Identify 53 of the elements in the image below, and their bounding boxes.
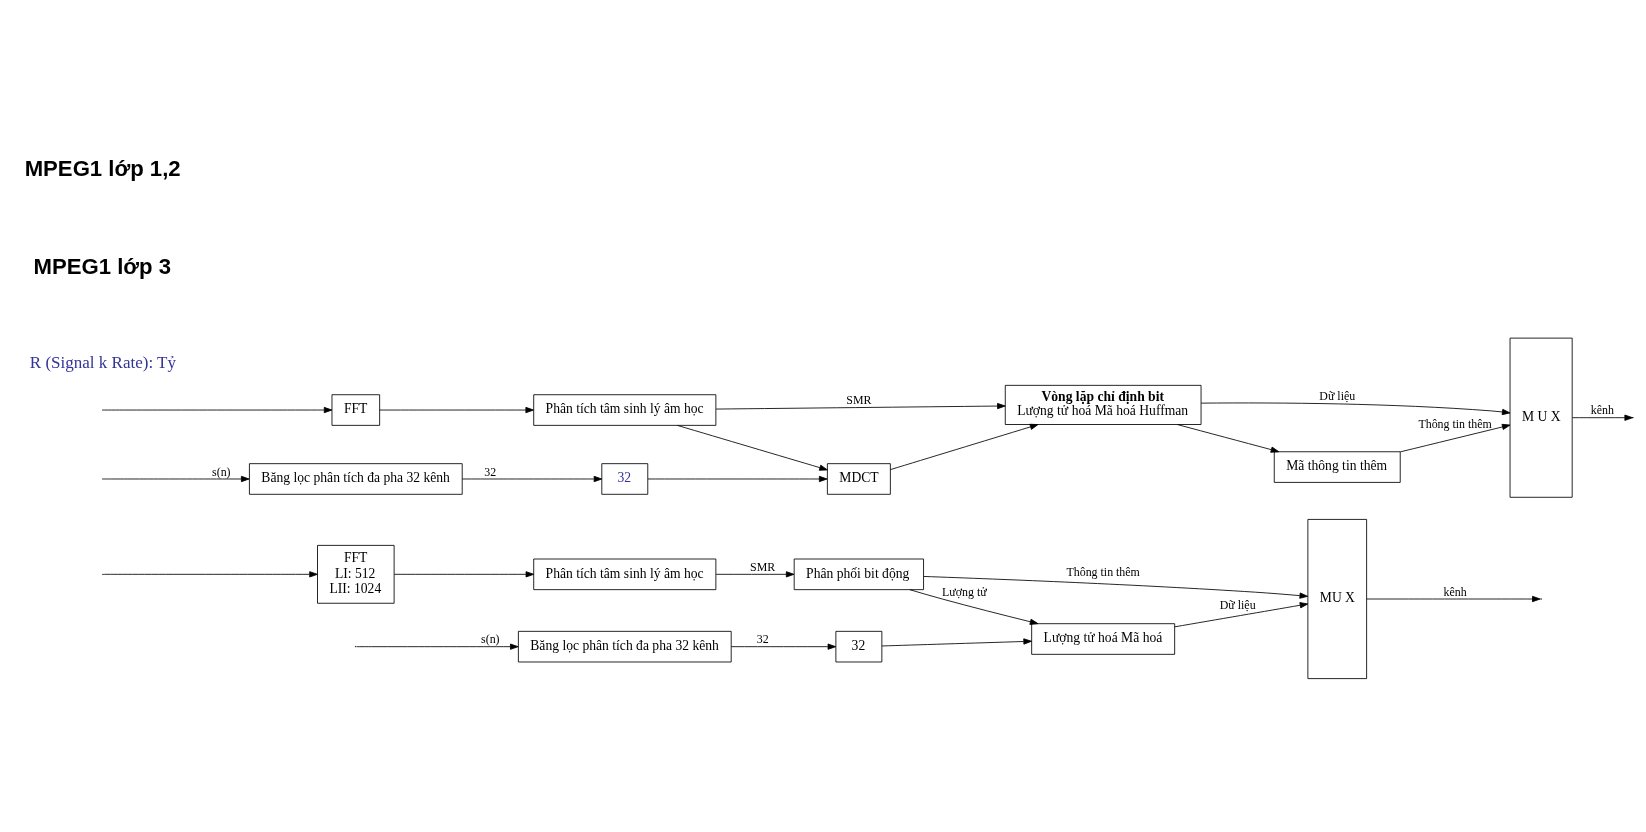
- edge-label: kênh: [1590, 403, 1614, 418]
- node-box: Phân tích tâm sinh lý âm học: [533, 558, 717, 591]
- label: MPEG1 lớp 3: [33, 254, 172, 280]
- node-box: Phân phối bit động: [793, 558, 924, 591]
- node-box: M U X: [1509, 337, 1573, 498]
- node-box: Băng lọc phân tích đa pha 32 kênh: [249, 463, 463, 495]
- arrow: [909, 589, 1039, 625]
- edge-label: kênh: [1443, 584, 1467, 599]
- arrow: [461, 475, 603, 483]
- arrow: [647, 475, 828, 483]
- node-box: FFT: [331, 394, 381, 426]
- edge-label: SMR: [750, 560, 776, 575]
- arrow: [1177, 424, 1280, 453]
- node-box: MDCT: [826, 463, 891, 495]
- arrow: [356, 643, 519, 650]
- arrow: [1571, 414, 1633, 421]
- node-box: 32: [601, 463, 649, 495]
- edge-label: s(n): [481, 632, 500, 647]
- node-box: Mã thông tin thêm: [1273, 451, 1401, 483]
- arrow: [715, 402, 1006, 410]
- edge-label: Lượng tử: [942, 584, 987, 599]
- arrow: [1174, 602, 1309, 628]
- arrow: [923, 576, 1309, 599]
- edge-label: s(n): [212, 464, 231, 479]
- arrow: [890, 423, 1039, 471]
- arrow: [103, 406, 333, 414]
- arrow: [1399, 423, 1511, 453]
- edge-label: 32: [756, 632, 769, 647]
- node-box: Băng lọc phân tích đa pha 32 kênh: [517, 630, 732, 663]
- node-box: Phân tích tâm sinh lý âm học: [533, 394, 717, 426]
- edge-label: 32: [484, 464, 497, 479]
- edge-label: Dữ liệu: [1219, 598, 1256, 613]
- arrow: [103, 475, 250, 483]
- edge-label: Thông tin thêm: [1066, 565, 1140, 580]
- arrow: [715, 571, 795, 578]
- arrow: [881, 638, 1032, 647]
- node-box: Vòng lặp chỉ định bit Lượng tử hoá Mã hoá Huffman: [1004, 384, 1202, 425]
- node-box: FFT LI: 512 LII: 1024: [317, 544, 395, 604]
- arrow: [393, 571, 535, 578]
- arrow: [1366, 595, 1541, 603]
- arrow: [103, 571, 318, 578]
- node-box: 32: [835, 630, 883, 663]
- arrow: [730, 643, 837, 650]
- edge-label: Thông tin thêm: [1418, 417, 1492, 432]
- edge-label: SMR: [846, 393, 872, 408]
- label: MPEG1 lớp 1,2: [24, 156, 181, 182]
- node-box: MU X: [1307, 519, 1368, 680]
- label: R (Signal k Rate): Tỷ: [29, 353, 176, 373]
- arrow: [677, 425, 828, 471]
- edge-label: Dữ liệu: [1319, 389, 1356, 403]
- arrow: [379, 406, 534, 414]
- node-box: Lượng tử hoá Mã hoá: [1031, 623, 1176, 655]
- arrow: [1200, 402, 1511, 416]
